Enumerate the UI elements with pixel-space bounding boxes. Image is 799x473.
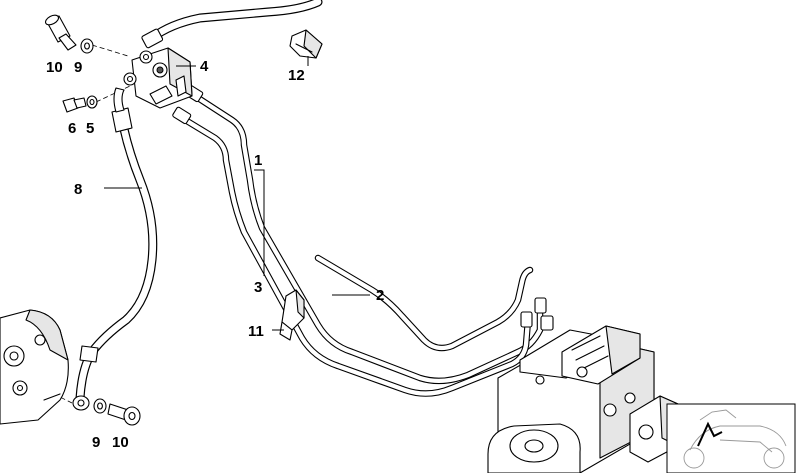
pipe-holder-11 <box>279 289 305 341</box>
callout-2: 2 <box>376 287 384 304</box>
brake-pipe-1 <box>191 92 544 385</box>
pipe-2-end-fitting <box>540 315 554 331</box>
assembly-guide-lines <box>31 44 131 404</box>
brake-hose-8 <box>75 87 158 403</box>
callout-11: 11 <box>248 323 264 340</box>
pipe-1-end-fitting <box>534 297 547 314</box>
callout-10-top: 10 <box>46 59 63 76</box>
callout-3: 3 <box>254 279 262 296</box>
callout-8: 8 <box>74 181 82 198</box>
pipe-clip-12 <box>289 29 323 59</box>
callout-10-bottom: 10 <box>112 434 129 451</box>
pipe-3-end-fitting <box>520 311 533 328</box>
callout-9-bottom: 9 <box>92 434 100 451</box>
hollow-bolt-bottom <box>107 403 141 426</box>
brake-pipe-3 <box>178 114 532 397</box>
brake-caliper <box>0 309 69 425</box>
callout-6: 6 <box>68 120 76 137</box>
screw-6 <box>62 97 87 113</box>
sealing-washer-top <box>80 38 94 54</box>
sealing-washer-bottom <box>93 398 107 414</box>
callout-1: 1 <box>254 152 262 169</box>
brake-pipe-2 <box>314 254 534 352</box>
upper-brake-hose <box>141 0 323 49</box>
abs-hydraulic-unit <box>487 325 679 473</box>
hollow-bolt-top <box>44 14 77 51</box>
pipe-3-fitting <box>172 106 192 125</box>
callout-4: 4 <box>200 58 209 75</box>
callout-9-top: 9 <box>74 59 82 76</box>
leader-lines <box>104 56 370 331</box>
callout-12: 12 <box>288 67 305 84</box>
washer-5 <box>86 95 98 109</box>
banjo-fitting-bottom <box>72 395 90 411</box>
callout-5: 5 <box>86 120 94 137</box>
brake-line-distributor <box>123 47 193 109</box>
motorcycle-locator-thumbnail <box>666 403 796 473</box>
